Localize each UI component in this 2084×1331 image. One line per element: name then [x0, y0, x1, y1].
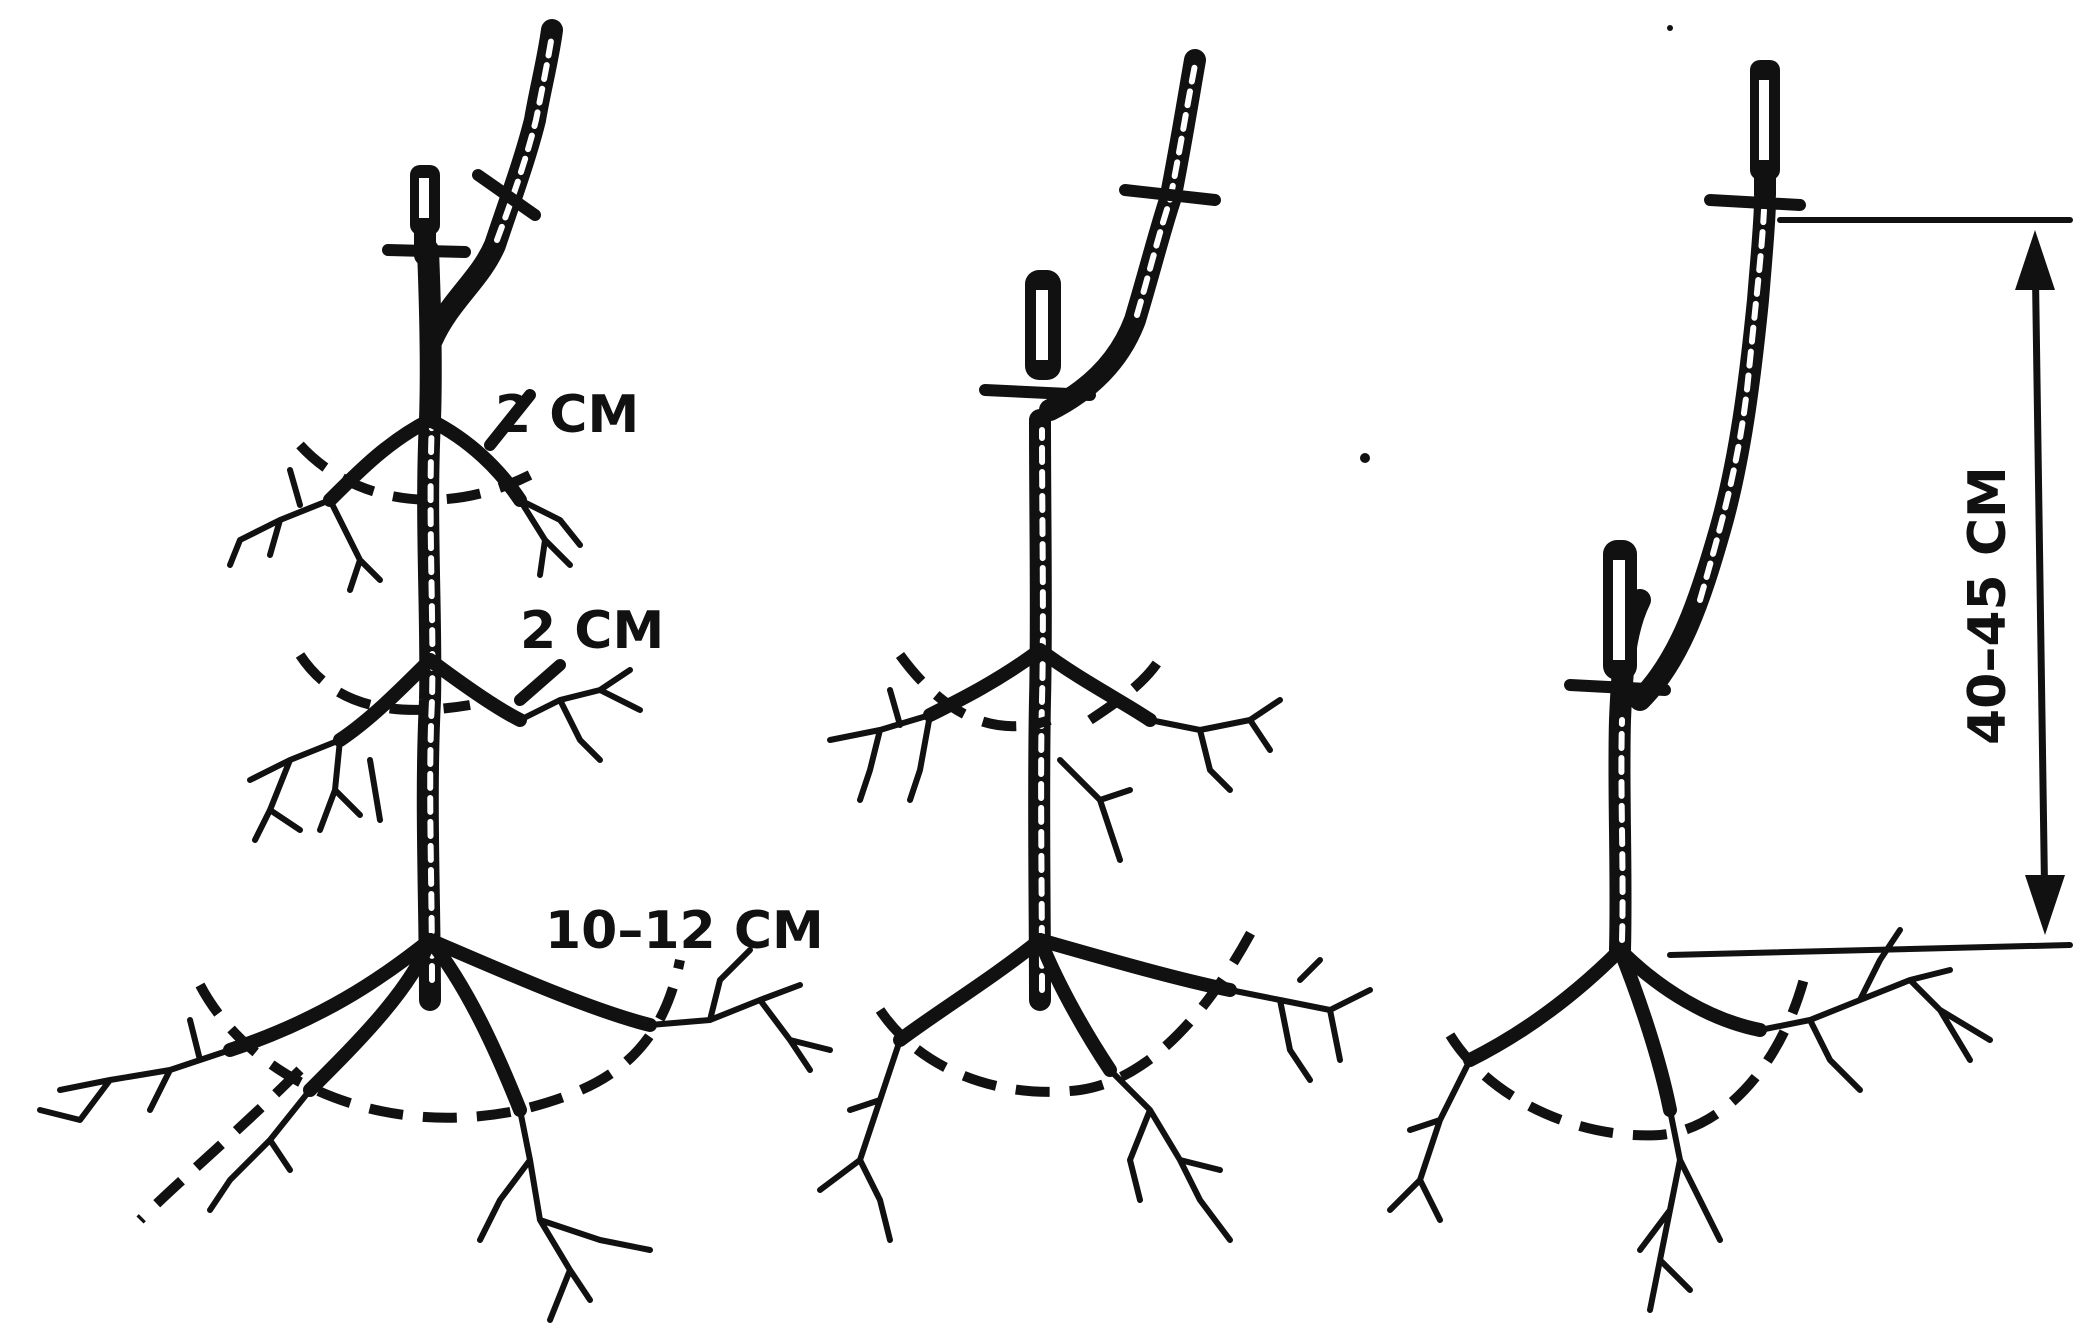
- seedling-3-root-tier: [1390, 930, 1990, 1310]
- scan-speck: [1667, 25, 1673, 31]
- middle-root-cut-label: 2 СМ: [520, 601, 664, 661]
- seedling-2-root-tier-upper: [830, 650, 1280, 860]
- lower-root-cut-label: 10–12 СМ: [545, 901, 824, 961]
- seedling-2-root-tier-lower: [820, 925, 1370, 1240]
- root-tier-2-middle: [250, 655, 640, 840]
- top-root-cut-label: 2 СМ: [495, 385, 639, 445]
- seedling-1: [40, 30, 830, 1320]
- scan-speck: [1360, 453, 1370, 463]
- height-label: 40–45 СМ: [1958, 466, 2018, 745]
- seedling-2: [820, 60, 1370, 1240]
